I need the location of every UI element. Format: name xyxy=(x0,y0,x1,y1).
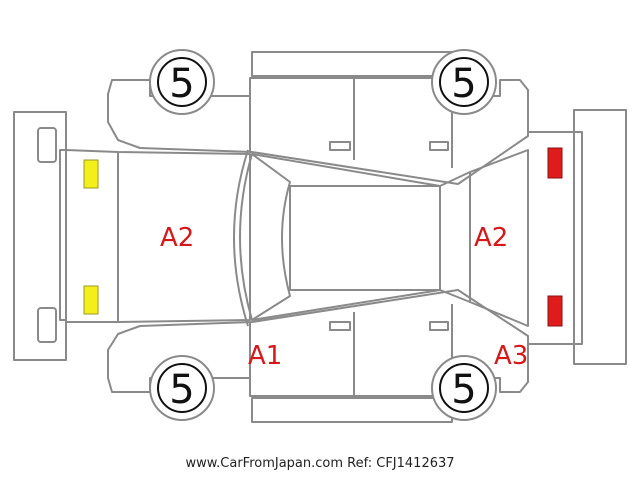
rear-bumper xyxy=(573,109,627,365)
damage-code-rear-window: A2 xyxy=(474,223,508,253)
wheel-front-left: 5 xyxy=(149,49,215,115)
hood-panel xyxy=(65,149,251,323)
wheel-rear-left: 5 xyxy=(431,49,497,115)
wheel-grade-front-left: 5 xyxy=(169,61,194,107)
front-bumper xyxy=(13,111,67,361)
taillight-top-icon xyxy=(547,147,563,179)
rear-window xyxy=(439,131,575,345)
headlight-top-icon xyxy=(83,159,99,189)
wheel-grade-rear-right: 5 xyxy=(451,367,476,413)
damage-code-front-door: A1 xyxy=(248,341,282,371)
footer-ref-prefix: Ref: xyxy=(347,456,377,471)
damage-code-rear-quarter: A3 xyxy=(494,341,528,371)
windshield-roof xyxy=(233,149,441,327)
wheel-rear-right: 5 xyxy=(431,355,497,421)
wheel-grade-rear-left: 5 xyxy=(451,61,476,107)
footer-site: www.CarFromJapan.com xyxy=(185,456,344,471)
footer-ref: CFJ1412637 xyxy=(376,456,455,471)
damage-code-hood: A2 xyxy=(160,223,194,253)
taillight-bottom-icon xyxy=(547,295,563,327)
footer-caption: www.CarFromJapan.com Ref: CFJ1412637 xyxy=(0,456,640,471)
headlight-bottom-icon xyxy=(83,285,99,315)
wheel-front-right: 5 xyxy=(149,355,215,421)
wheel-grade-front-right: 5 xyxy=(169,367,194,413)
